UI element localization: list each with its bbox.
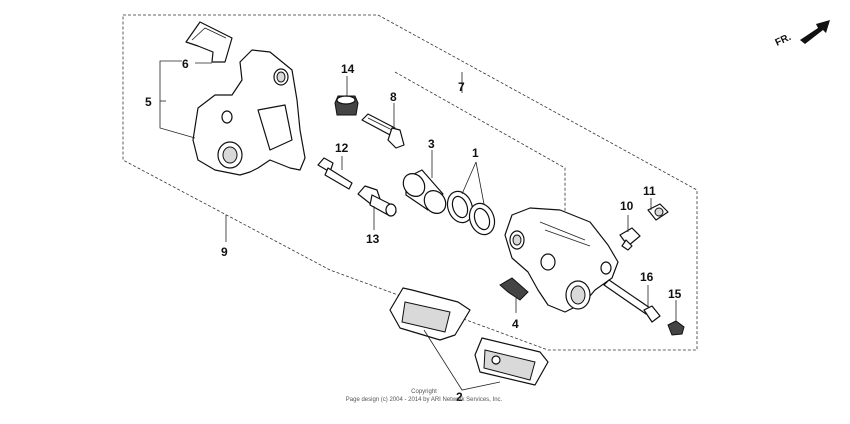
callout-13: 13 [366,232,380,246]
callout-15: 15 [668,287,682,301]
cap-15 [667,320,685,336]
copyright-line-1: Copyright [411,389,437,395]
callout-11: 11 [643,184,656,198]
assembly-frame-outer [122,14,698,351]
callout-10: 10 [620,199,634,213]
callout-8: 8 [390,90,397,104]
piston [402,169,447,214]
dust-cap [334,95,359,116]
bolt-13 [357,185,397,217]
callout-2: 2 [456,390,463,404]
callout-6: 6 [182,57,189,71]
assembly-frame-caliper [394,71,566,215]
callout-16: 16 [640,270,654,284]
copyright-line-2: Page design (c) 2004 - 2014 by ARI Netwo… [346,397,503,403]
front-label: FR. [774,32,793,49]
callout-4: 4 [512,317,519,331]
arrow-right-icon [800,20,830,44]
brake-pads [389,287,549,386]
bleeder-cap [647,203,669,221]
callout-12: 12 [335,141,349,155]
copyright-notice: Copyright Page design (c) 2004 - 2014 by… [346,389,503,403]
pad-spring [499,277,529,301]
front-direction-marker: FR. [774,20,830,49]
pin-16 [603,279,661,323]
leader-lines [159,60,677,391]
callout-14: 14 [341,62,355,76]
callout-9: 9 [221,245,228,259]
callout-1: 1 [472,146,479,160]
pad-retainer-clip [185,21,233,63]
callout-3: 3 [428,137,435,151]
bleeder-valve [619,227,641,251]
callout-numbers: 1 2 3 4 5 6 7 8 9 10 11 12 13 14 15 16 [145,57,682,404]
piston-seals [446,190,496,236]
callout-5: 5 [145,95,152,109]
caliper-bracket [192,49,306,176]
callout-7: 7 [458,80,465,94]
caliper-body [504,207,619,313]
pin-bolt [361,113,405,149]
pin-12 [317,157,353,190]
